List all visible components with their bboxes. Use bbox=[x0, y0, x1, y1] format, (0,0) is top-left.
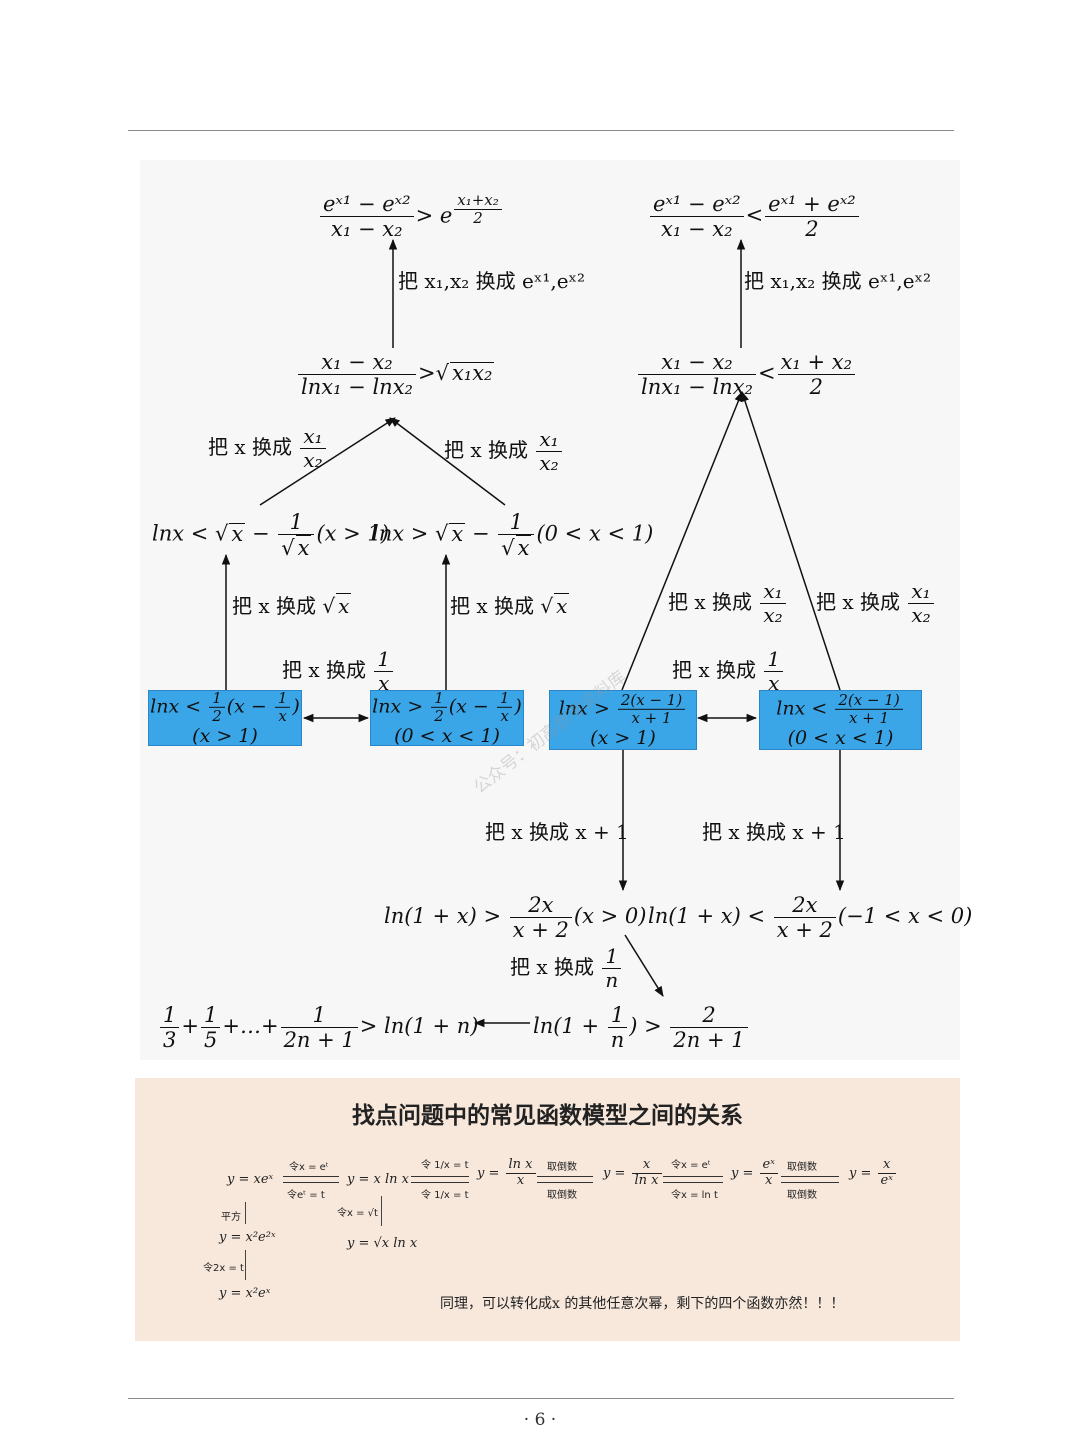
down3-line bbox=[381, 1196, 382, 1226]
top-rule bbox=[128, 130, 954, 131]
down2-label: 令2x = t bbox=[203, 1263, 244, 1274]
arrow-left-branch-a bbox=[259, 417, 396, 506]
formula-sqrt-ineq-2: lnx > √x − 1√x(0 < x < 1) bbox=[372, 510, 654, 561]
arrow4-top-label: 令x = eᵗ bbox=[671, 1160, 711, 1171]
down3-label: 令x = √t bbox=[337, 1208, 378, 1219]
arrow1 bbox=[283, 1176, 339, 1183]
arrow-left-branch-b bbox=[389, 417, 506, 506]
label-sqrt-right: 把 x 换成 √x bbox=[450, 593, 570, 618]
label-plus1-left: 把 x 换成 x + 1 bbox=[485, 820, 629, 844]
arrow5-top-label: 取倒数 bbox=[787, 1162, 817, 1173]
func-sqrtx-lnx: y = √x ln x bbox=[347, 1236, 418, 1251]
func-xlnx: y = x ln x bbox=[347, 1172, 409, 1187]
down1-label: 平方 bbox=[221, 1212, 241, 1223]
arrow-box3-right-up bbox=[621, 391, 743, 691]
arrow2-top-label: 令 1/x = t bbox=[421, 1160, 469, 1171]
func-x2ex: y = x²eˣ bbox=[219, 1286, 271, 1301]
arrow3-bottom-label: 取倒数 bbox=[547, 1190, 577, 1201]
arrow2 bbox=[411, 1176, 469, 1183]
label-plus1-right: 把 x 换成 x + 1 bbox=[702, 820, 846, 844]
arrow-diag-down bbox=[624, 934, 664, 997]
arrow-box4-right-up bbox=[740, 391, 841, 691]
arrow1-bottom-label: 令eᵗ = t bbox=[287, 1190, 325, 1201]
box-ineq-4: lnx < 2(x − 1)x + 1(0 < x < 1) bbox=[759, 690, 922, 750]
arrow3 bbox=[537, 1176, 593, 1183]
arrow5 bbox=[781, 1176, 839, 1183]
bottom-rule bbox=[128, 1398, 954, 1399]
func-xex: y = xeˣ bbox=[227, 1172, 274, 1187]
relation-note: 同理，可以转化成x 的其他任意次幂，剩下的四个函数亦然！！！ bbox=[440, 1296, 845, 1312]
down1-line bbox=[245, 1202, 246, 1224]
box-ineq-3: lnx > 2(x − 1)x + 1(x > 1) bbox=[549, 690, 697, 750]
label-sqrt-left: 把 x 换成 √x bbox=[232, 593, 352, 618]
arrow3-top-label: 取倒数 bbox=[547, 1162, 577, 1173]
func-x2e2x: y = x²e²ˣ bbox=[219, 1230, 276, 1245]
arrow1-top-label: 令x = eᵗ bbox=[289, 1162, 329, 1173]
formula-sqrt-ineq-1: lnx < √x − 1√x(x > 1) bbox=[152, 510, 389, 561]
arrow4 bbox=[663, 1176, 723, 1183]
arrow2-bottom-label: 令 1/x = t bbox=[421, 1190, 469, 1201]
arrow4-bottom-label: 令x = ln t bbox=[671, 1190, 718, 1201]
diagram-arrows bbox=[221, 238, 845, 1028]
page-number: · 6 · bbox=[523, 1410, 557, 1430]
label-exp-left: 把 x₁,x₂ 换成 eˣ¹,eˣ² bbox=[398, 269, 586, 293]
function-relation-panel: 找点问题中的常见函数模型之间的关系 y = xeˣ 令x = eᵗ 令eᵗ = … bbox=[135, 1078, 960, 1341]
label-exp-right: 把 x₁,x₂ 换成 eˣ¹,eˣ² bbox=[744, 269, 932, 293]
down2-line bbox=[245, 1250, 246, 1280]
relation-title: 找点问题中的常见函数模型之间的关系 bbox=[352, 1103, 743, 1129]
arrow5-bottom-label: 取倒数 bbox=[787, 1190, 817, 1201]
